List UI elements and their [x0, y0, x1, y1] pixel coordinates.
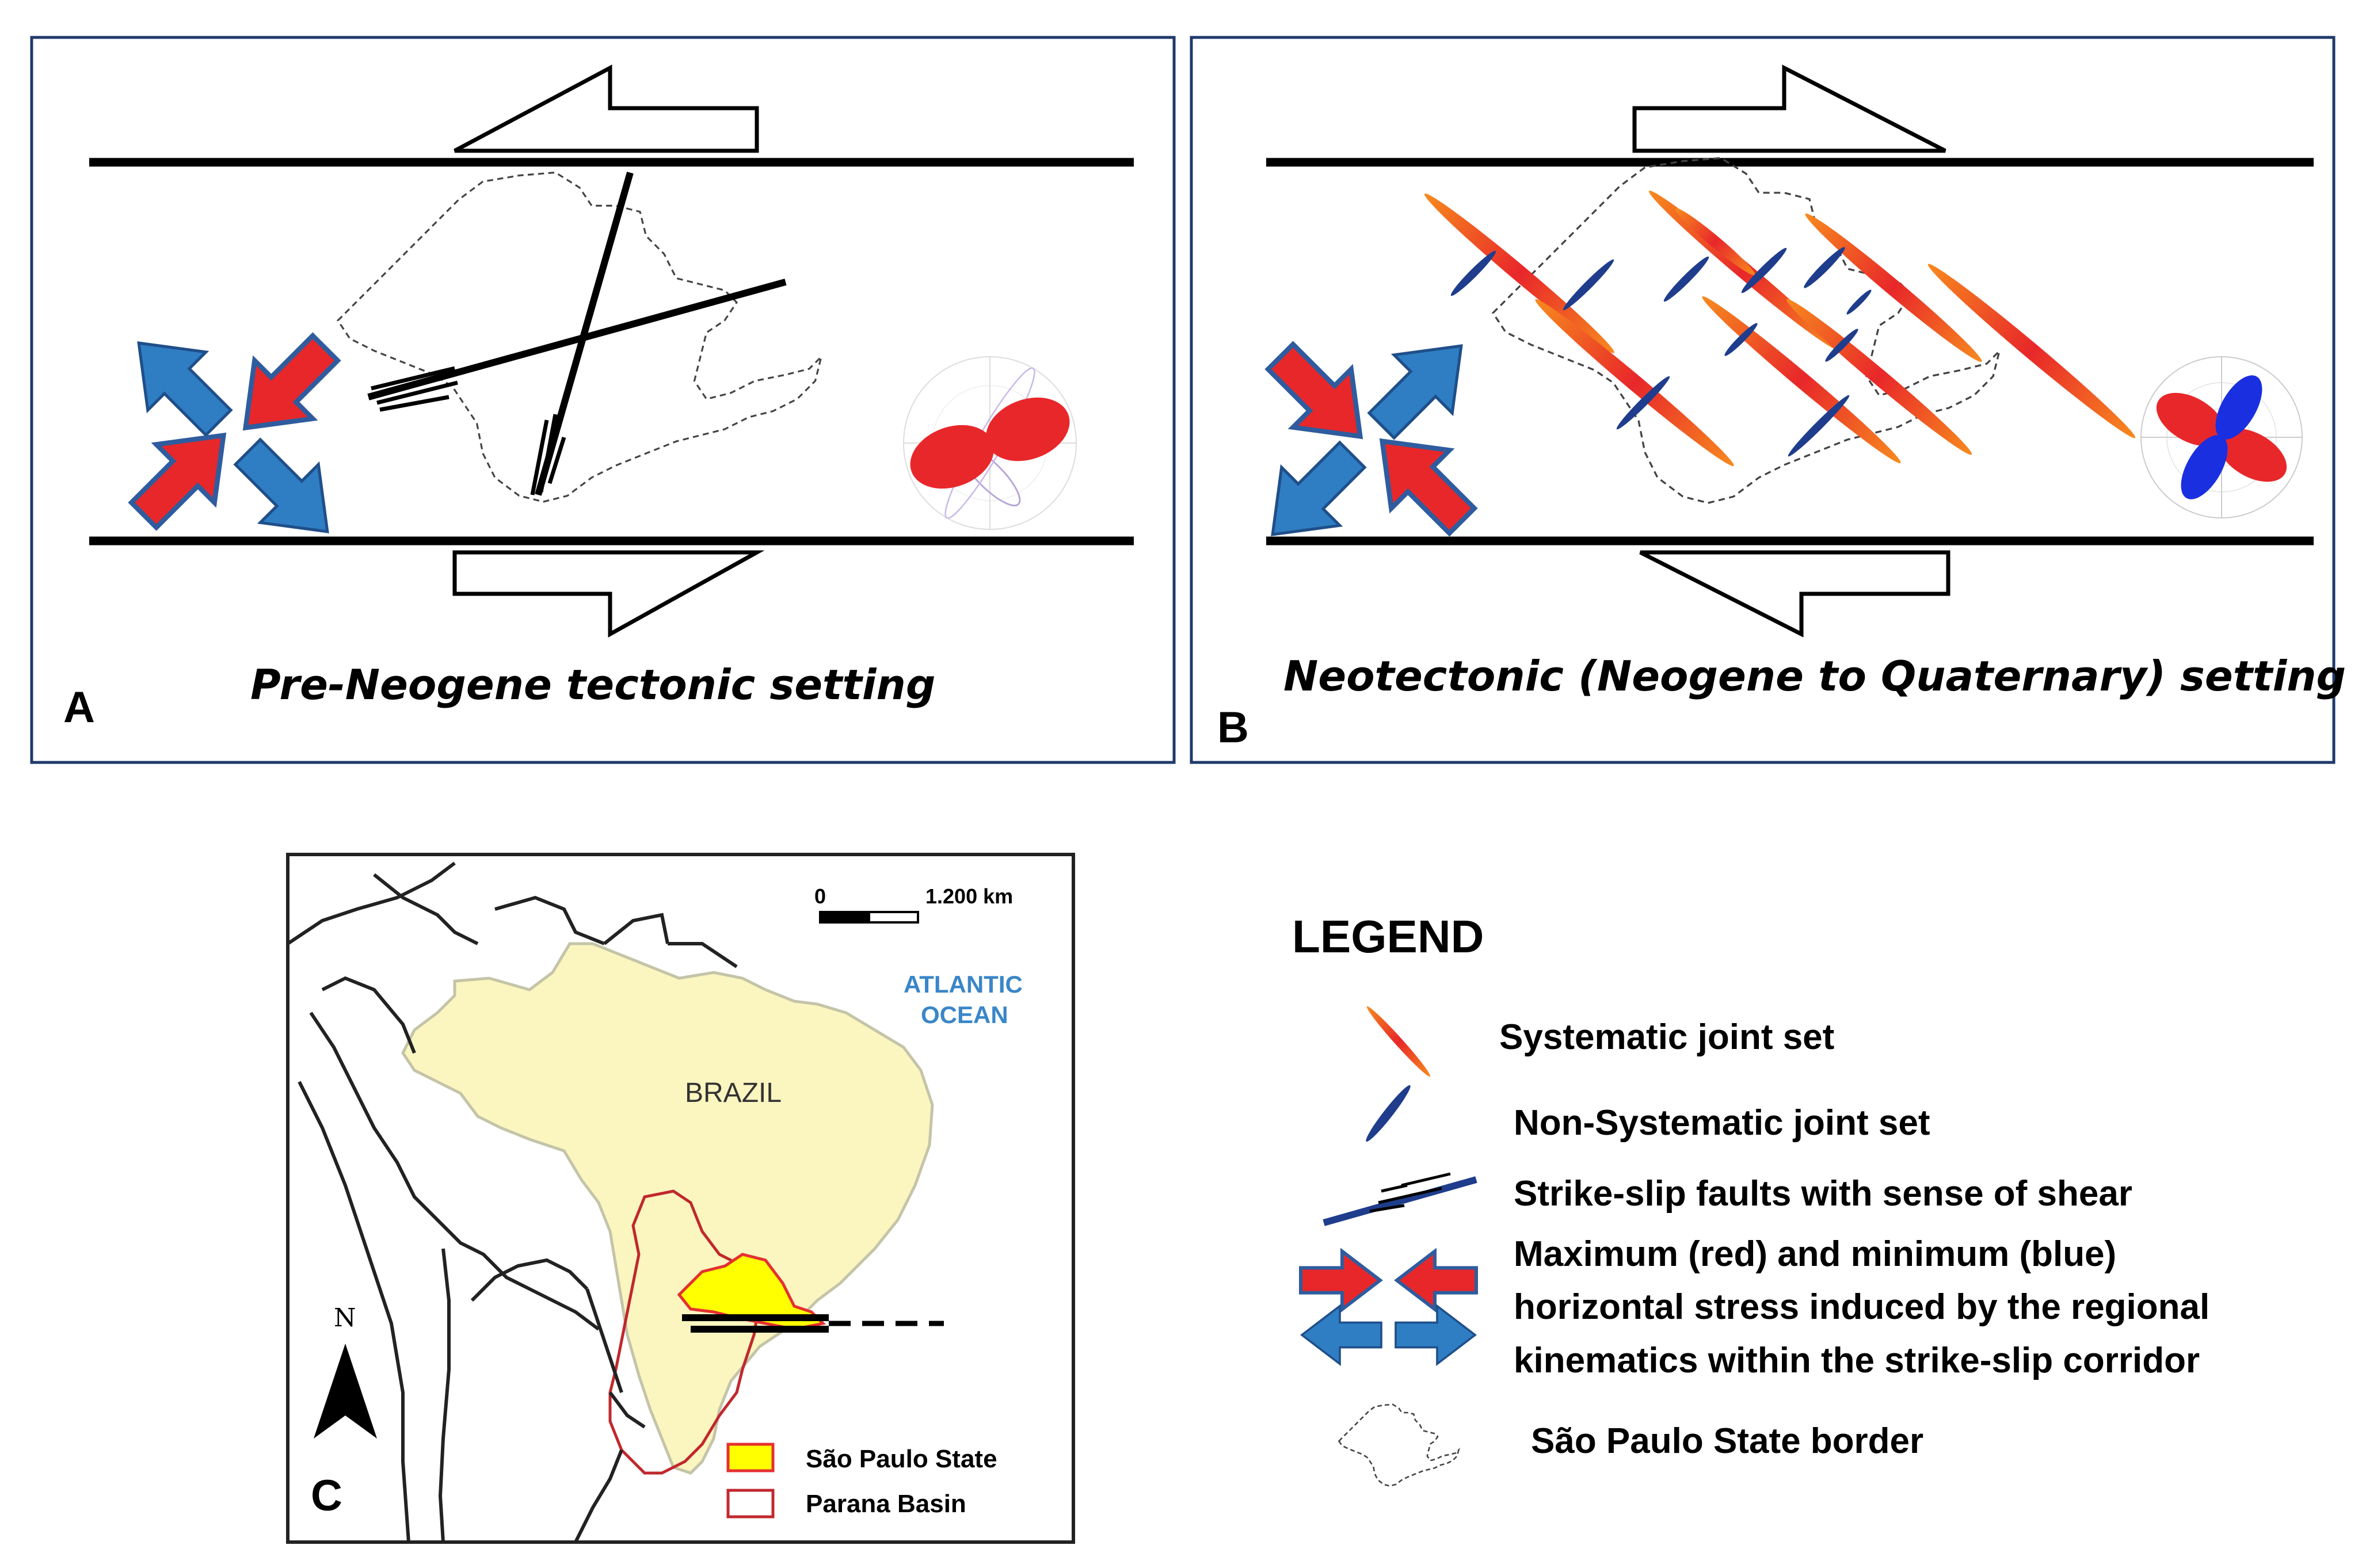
- legend-stress-line1: Maximum (red) and minimum (blue): [1514, 1234, 2116, 1274]
- panel-b: Neotectonic (Neogene to Quaternary) sett…: [1190, 36, 2346, 764]
- fault-nnw: [535, 171, 634, 496]
- non-systematic-joints: [1450, 247, 1872, 457]
- panel-a-letter: A: [63, 683, 95, 732]
- panel-b-title: Neotectonic (Neogene to Quaternary) sett…: [1283, 652, 2346, 700]
- shear-arrow-top-left: [454, 64, 759, 153]
- ocean-label-line2: OCEAN: [921, 1001, 1008, 1028]
- legend-stress-line3: kinematics within the strike-slip corrid…: [1514, 1341, 2200, 1380]
- min-stress-arrow: [1301, 1304, 1382, 1365]
- non-systematic-joint: [1741, 247, 1787, 293]
- min-stress-arrow: [1395, 1304, 1476, 1365]
- systematic-joint: [1786, 299, 1972, 455]
- systematic-joints: [1424, 190, 2136, 467]
- non-systematic-joint: [1804, 247, 1845, 288]
- sao-paulo-state-shape: [677, 1253, 826, 1331]
- country-borders: [287, 861, 738, 1543]
- systematic-joint: [1927, 264, 2136, 438]
- parana-legend-label: Parana Basin: [806, 1490, 966, 1518]
- country-label: BRAZIL: [685, 1078, 782, 1108]
- panel-c-map: 0 1.200 km ATLANTIC OCEAN BRAZIL N C São…: [286, 853, 1075, 1544]
- stress-symbols: [1301, 1252, 1476, 1365]
- legend-strike-slip-label: Strike-slip faults with sense of shear: [1514, 1174, 2132, 1214]
- legend-border-label: São Paulo State border: [1531, 1421, 1923, 1461]
- systematic-joint-symbol: [1366, 1006, 1431, 1077]
- legend-systematic-label: Systematic joint set: [1499, 1017, 1834, 1057]
- systematic-joint: [1424, 193, 1614, 353]
- scale-end-label: 1.200 km: [925, 884, 1013, 908]
- shear-arrow-top-right: [1632, 64, 1946, 153]
- systematic-joint: [1702, 296, 1901, 464]
- max-stress-arrow: [1301, 1252, 1380, 1310]
- shear-arrow-bottom-right: [452, 550, 765, 638]
- non-systematic-joint: [1663, 256, 1709, 302]
- shear-marker-nnw: [530, 414, 566, 495]
- non-systematic-joint: [1450, 250, 1496, 296]
- shear-arrow-bottom-left: [1639, 550, 1950, 638]
- sao-paulo-legend-label: São Paulo State: [806, 1445, 997, 1473]
- north-arrow: N: [314, 1303, 377, 1439]
- fault-ene: [367, 278, 787, 400]
- panel-b-letter: B: [1217, 703, 1249, 752]
- non-systematic-joint: [1563, 259, 1614, 311]
- non-systematic-joint: [1788, 395, 1850, 457]
- legend-non-systematic-label: Non-Systematic joint set: [1514, 1103, 1930, 1143]
- panel-a: Pre-Neogene tectonic setting A: [30, 36, 1176, 764]
- panel-c-letter: C: [311, 1471, 342, 1520]
- non-systematic-joint-symbol: [1366, 1085, 1411, 1142]
- systematic-joint: [1805, 213, 1982, 363]
- panel-a-title: Pre-Neogene tectonic setting: [250, 661, 935, 709]
- sao-paulo-legend-swatch: [726, 1443, 775, 1472]
- legend: LEGEND Systematic joint set Non-Systemat…: [1292, 911, 2209, 1487]
- non-systematic-joint: [1616, 376, 1670, 430]
- legend-title: LEGEND: [1292, 911, 1484, 962]
- systematic-joint: [1675, 208, 1755, 276]
- north-arrow-icon: [314, 1344, 345, 1439]
- shear-marker-ene: [371, 366, 458, 412]
- non-systematic-joint: [1846, 289, 1872, 315]
- non-systematic-joint: [1724, 323, 1758, 356]
- legend-stress-line2: horizontal stress induced by the regiona…: [1514, 1287, 2209, 1327]
- north-label: N: [334, 1303, 356, 1333]
- map-fault-corridor: [682, 1314, 944, 1333]
- rose-diagram-b: [2140, 356, 2303, 518]
- non-systematic-joint: [1825, 329, 1858, 362]
- strike-slip-symbol: [1323, 1172, 1477, 1226]
- max-stress-arrow: [1397, 1252, 1476, 1310]
- rose-diagram-a: [903, 356, 1077, 530]
- systematic-joint: [1535, 299, 1734, 467]
- scale-start-label: 0: [814, 884, 826, 908]
- parana-basin-outline: [608, 1189, 761, 1475]
- parana-legend-swatch: [726, 1489, 775, 1519]
- ocean-label-line1: ATLANTIC: [904, 971, 1023, 998]
- sao-paulo-border-symbol: [1338, 1403, 1460, 1487]
- scale-bar: [819, 911, 919, 924]
